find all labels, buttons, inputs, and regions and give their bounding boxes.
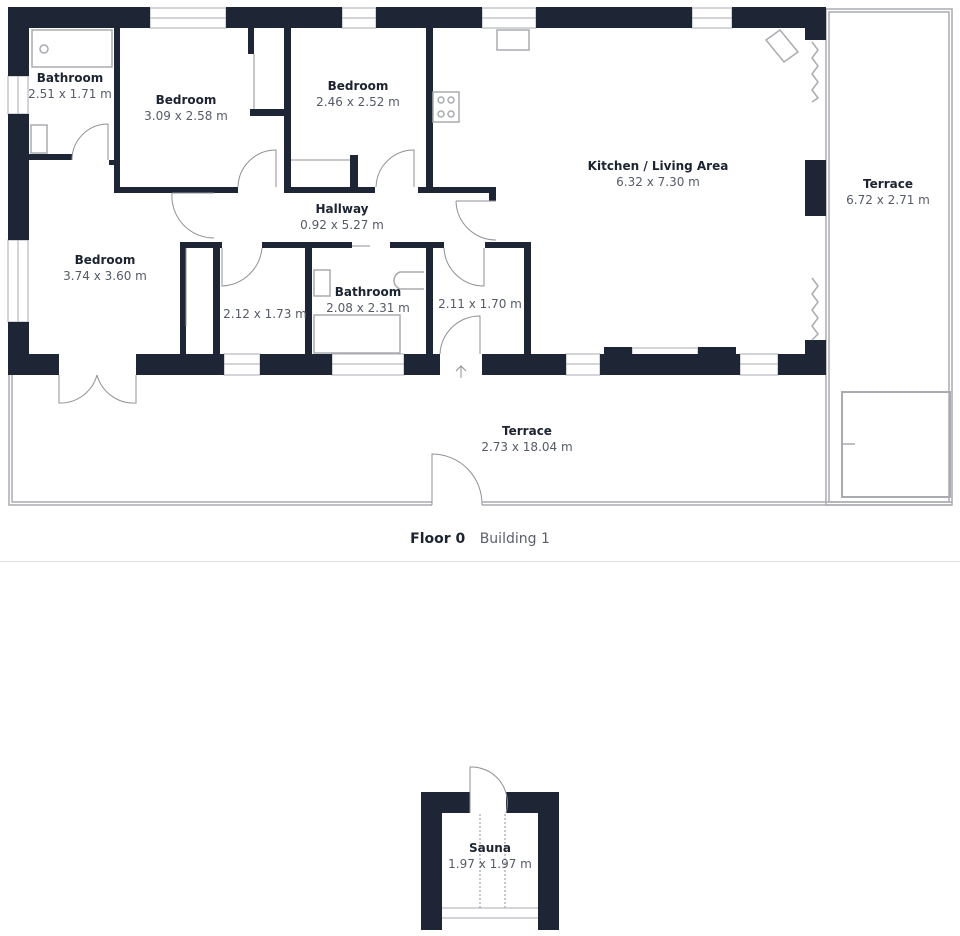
room-bathroom-2: Bathroom 2.08 x 2.31 m — [326, 285, 410, 316]
sauna-annex — [421, 766, 559, 930]
room-sauna: Sauna 1.97 x 1.97 m — [448, 841, 532, 872]
room-bedroom-2: Bedroom 2.46 x 2.52 m — [316, 79, 400, 110]
room-storage-1: 2.12 x 1.73 m — [223, 307, 307, 321]
terrace-outline — [8, 8, 953, 506]
door-swings — [58, 54, 497, 506]
floor-caption: Floor 0 Building 1 — [0, 531, 960, 547]
room-kitchen-living: Kitchen / Living Area 6.32 x 7.30 m — [587, 159, 729, 190]
building-label: Building 1 — [479, 531, 550, 547]
fixtures — [30, 28, 820, 354]
room-bedroom-3: Bedroom 3.74 x 3.60 m — [63, 253, 147, 284]
arrow-up-icon — [455, 365, 467, 378]
floor-label: Floor 0 — [410, 531, 466, 547]
room-terrace-side: Terrace 6.72 x 2.71 m — [846, 177, 930, 208]
room-bathroom-1: Bathroom 2.51 x 1.71 m — [28, 71, 112, 102]
room-bedroom-1: Bedroom 3.09 x 2.58 m — [144, 93, 228, 124]
divider — [0, 561, 960, 562]
room-terrace-front: Terrace 2.73 x 18.04 m — [481, 424, 573, 455]
room-hallway: Hallway 0.92 x 5.27 m — [300, 202, 384, 233]
walls — [8, 7, 826, 375]
room-storage-2: 2.11 x 1.70 m — [438, 297, 522, 311]
